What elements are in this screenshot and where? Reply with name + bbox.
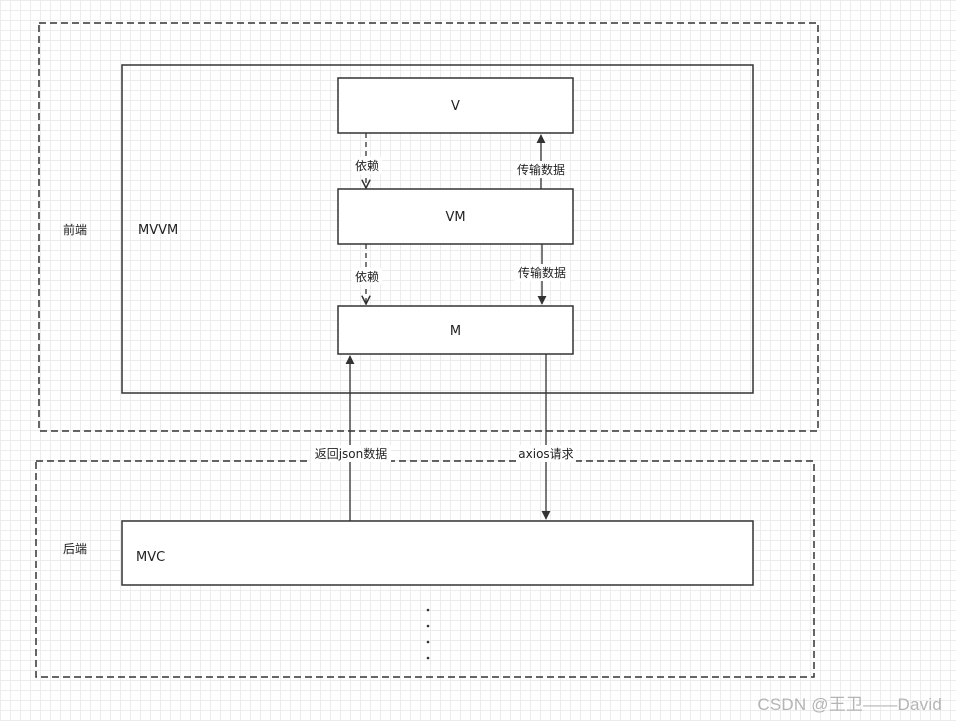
vm-v-transfer-label-bg <box>513 161 569 178</box>
return-json-label: 返回json数据 <box>315 446 388 461</box>
frontend-container <box>38 22 819 432</box>
mvc-node-label: MVC <box>136 550 165 565</box>
model-node <box>337 305 574 355</box>
vm-m-dependency-label-bg <box>352 268 382 285</box>
view-node-label: V <box>451 99 460 114</box>
model-node-label: M <box>450 324 461 339</box>
vm-m-dependency-label: 依赖 <box>355 269 379 284</box>
backend-ellipsis <box>426 608 430 660</box>
vm-m-transfer-label-bg <box>514 264 570 281</box>
axios-request-label-bg <box>516 445 576 462</box>
vm-v-dependency-label: 依赖 <box>355 158 379 173</box>
vm-m-transfer-label: 传输数据 <box>518 265 566 280</box>
mvvm-label: MVVM <box>138 223 178 238</box>
return-json-label-bg <box>311 445 391 462</box>
frontend-label: 前端 <box>63 222 87 237</box>
viewmodel-node <box>337 188 574 245</box>
mvc-node <box>121 520 754 586</box>
backend-container <box>35 460 815 678</box>
backend-label: 后端 <box>63 542 87 556</box>
csdn-watermark: CSDN @王卫——David <box>757 695 942 714</box>
view-node <box>337 77 574 134</box>
axios-request-label: axios请求 <box>518 447 573 461</box>
mvvm-container <box>121 64 754 394</box>
vm-v-dependency-label-bg <box>352 157 382 174</box>
vm-v-transfer-label: 传输数据 <box>517 162 565 177</box>
viewmodel-node-label: VM <box>445 210 465 225</box>
